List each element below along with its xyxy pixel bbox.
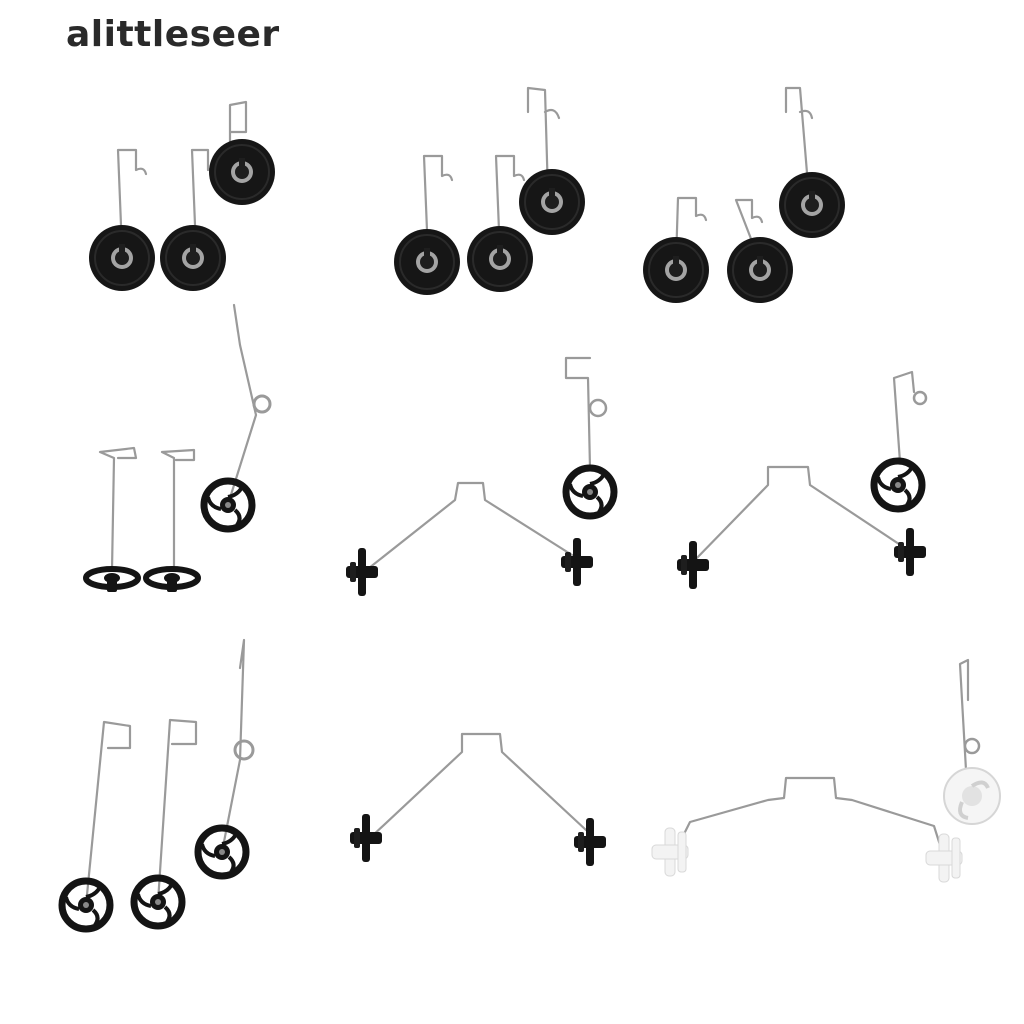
landing-gear-set-7 [62, 638, 255, 929]
landing-gear-set-8 [350, 732, 606, 866]
landing-gear-set-3 [642, 86, 846, 304]
landing-gear-set-5 [346, 356, 614, 596]
watermark-text: alittleseer [66, 14, 280, 55]
landing-gear-set-4 [86, 303, 272, 592]
landing-gear-set-6 [677, 370, 928, 589]
landing-gear-set-2 [393, 86, 586, 296]
landing-gear-set-9-white [651, 658, 1001, 883]
landing-gear-set-1 [88, 100, 276, 292]
